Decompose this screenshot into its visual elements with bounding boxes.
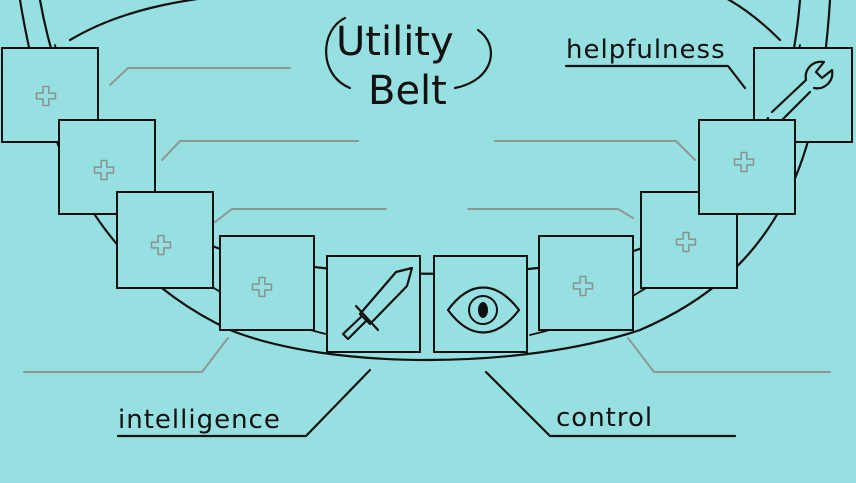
placeholder-line xyxy=(467,208,634,219)
placeholder-line xyxy=(494,140,696,161)
eye-icon xyxy=(446,286,521,334)
slot-4[interactable] xyxy=(219,235,315,331)
slot-10[interactable] xyxy=(698,119,796,215)
label-pointers xyxy=(116,64,747,438)
helpfulness-pointer xyxy=(564,64,747,90)
placeholder-line xyxy=(627,337,831,373)
title-line2: Belt xyxy=(368,68,447,114)
title-line1: Utility xyxy=(336,19,454,65)
label-control: control xyxy=(556,403,653,433)
slot-3[interactable] xyxy=(116,191,214,289)
label-intelligence: intelligence xyxy=(118,405,281,435)
slot-5[interactable] xyxy=(326,255,421,353)
placeholder-line xyxy=(161,140,359,161)
title-left-paren xyxy=(325,16,352,90)
slot-6[interactable] xyxy=(433,255,528,353)
belt-title: Utility Belt xyxy=(325,16,493,114)
sword-icon xyxy=(341,266,414,341)
intelligence-pointer xyxy=(116,368,372,438)
label-helpfulness: helpfulness xyxy=(566,35,726,65)
placeholder-line xyxy=(109,67,291,86)
title-right-paren xyxy=(453,28,493,90)
placeholder-line xyxy=(214,208,387,223)
placeholder-lines xyxy=(23,67,831,373)
placeholder-line xyxy=(23,337,229,373)
slot-7[interactable] xyxy=(538,235,634,331)
control-pointer xyxy=(484,370,737,438)
